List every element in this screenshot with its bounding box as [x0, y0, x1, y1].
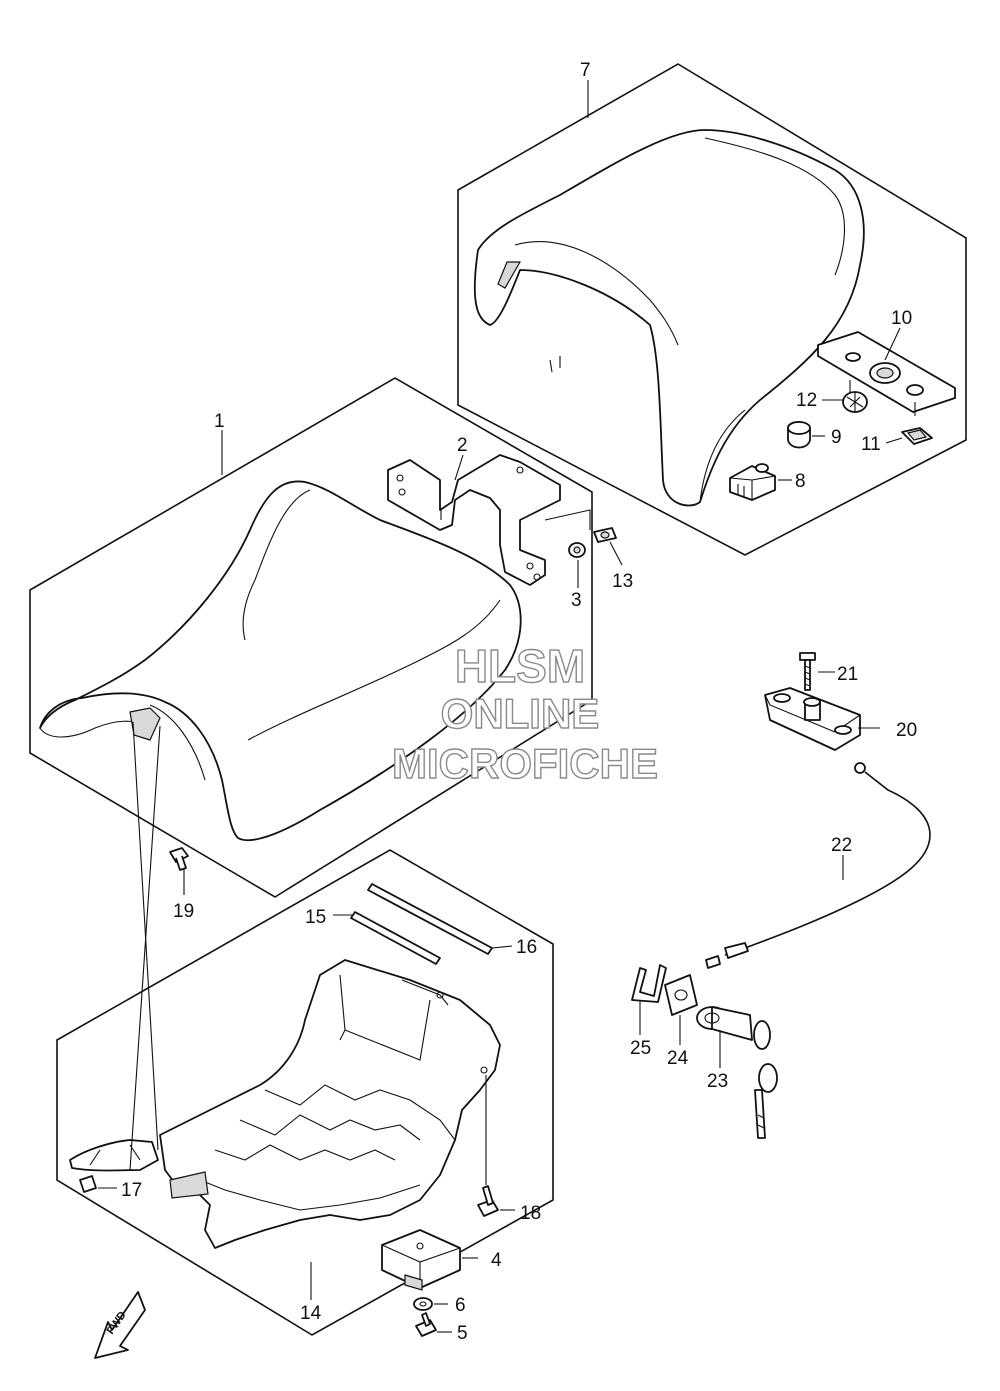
callout-14: 14	[300, 1303, 322, 1324]
callout-18: 18	[520, 1203, 541, 1224]
callout-10: 10	[891, 308, 912, 329]
callout-15: 15	[305, 907, 326, 928]
fwd-arrow-icon: FWD	[94, 1291, 146, 1359]
callout-5: 5	[457, 1323, 468, 1344]
plate-24	[664, 974, 698, 1045]
bolt-19	[169, 847, 189, 895]
callout-16: 16	[516, 937, 537, 958]
callout-3: 3	[571, 590, 582, 611]
front-seat-group-box	[29, 377, 593, 898]
washer-6	[413, 1297, 448, 1311]
seat-lock-20	[764, 687, 880, 751]
front-seat-1	[39, 480, 522, 842]
callout-12: 12	[796, 390, 817, 411]
callout-21: 21	[837, 664, 858, 685]
key-cylinder-23	[696, 1006, 778, 1139]
cable-22	[705, 762, 931, 969]
callout-11: 11	[861, 434, 881, 455]
nut-3	[568, 542, 586, 588]
cushion-9	[787, 421, 825, 449]
cushion-8	[729, 463, 792, 501]
callout-2: 2	[457, 435, 468, 456]
callout-1: 1	[214, 411, 225, 432]
bracket-2	[387, 454, 561, 586]
bolt-5	[415, 1312, 452, 1337]
callout-23: 23	[707, 1071, 728, 1092]
callout-4: 4	[491, 1250, 502, 1271]
watermark-line-1: HLSM	[455, 640, 585, 692]
callout-20: 20	[896, 720, 917, 741]
screw-21	[799, 652, 835, 691]
callout-25: 25	[630, 1038, 651, 1059]
watermark-line-2: ONLINE	[441, 690, 600, 737]
callout-13: 13	[612, 571, 633, 592]
callout-24: 24	[667, 1048, 689, 1069]
bolt-18	[477, 1075, 515, 1217]
clip-25	[631, 964, 667, 1035]
nut-11	[885, 427, 933, 445]
callout-8: 8	[795, 471, 806, 492]
rear-seat-7	[473, 129, 865, 507]
seat-base-group-box	[56, 849, 554, 1336]
nut-13	[544, 509, 623, 566]
callout-19: 19	[173, 901, 194, 922]
rod-16	[367, 883, 513, 955]
callout-22: 22	[831, 835, 852, 856]
seat-lock-plate-10	[817, 327, 956, 416]
clip-17	[79, 1175, 117, 1193]
box-4	[381, 1229, 478, 1291]
callout-17: 17	[121, 1180, 142, 1201]
rear-seat-group-box	[457, 63, 967, 556]
watermark-line-3: MICROFICHE	[392, 740, 658, 787]
callout-9: 9	[831, 427, 842, 448]
callout-6: 6	[455, 1295, 466, 1316]
callout-7: 7	[580, 60, 591, 81]
cushion-12	[822, 391, 868, 413]
seat-base-14	[69, 959, 501, 1249]
rod-15	[333, 911, 441, 965]
